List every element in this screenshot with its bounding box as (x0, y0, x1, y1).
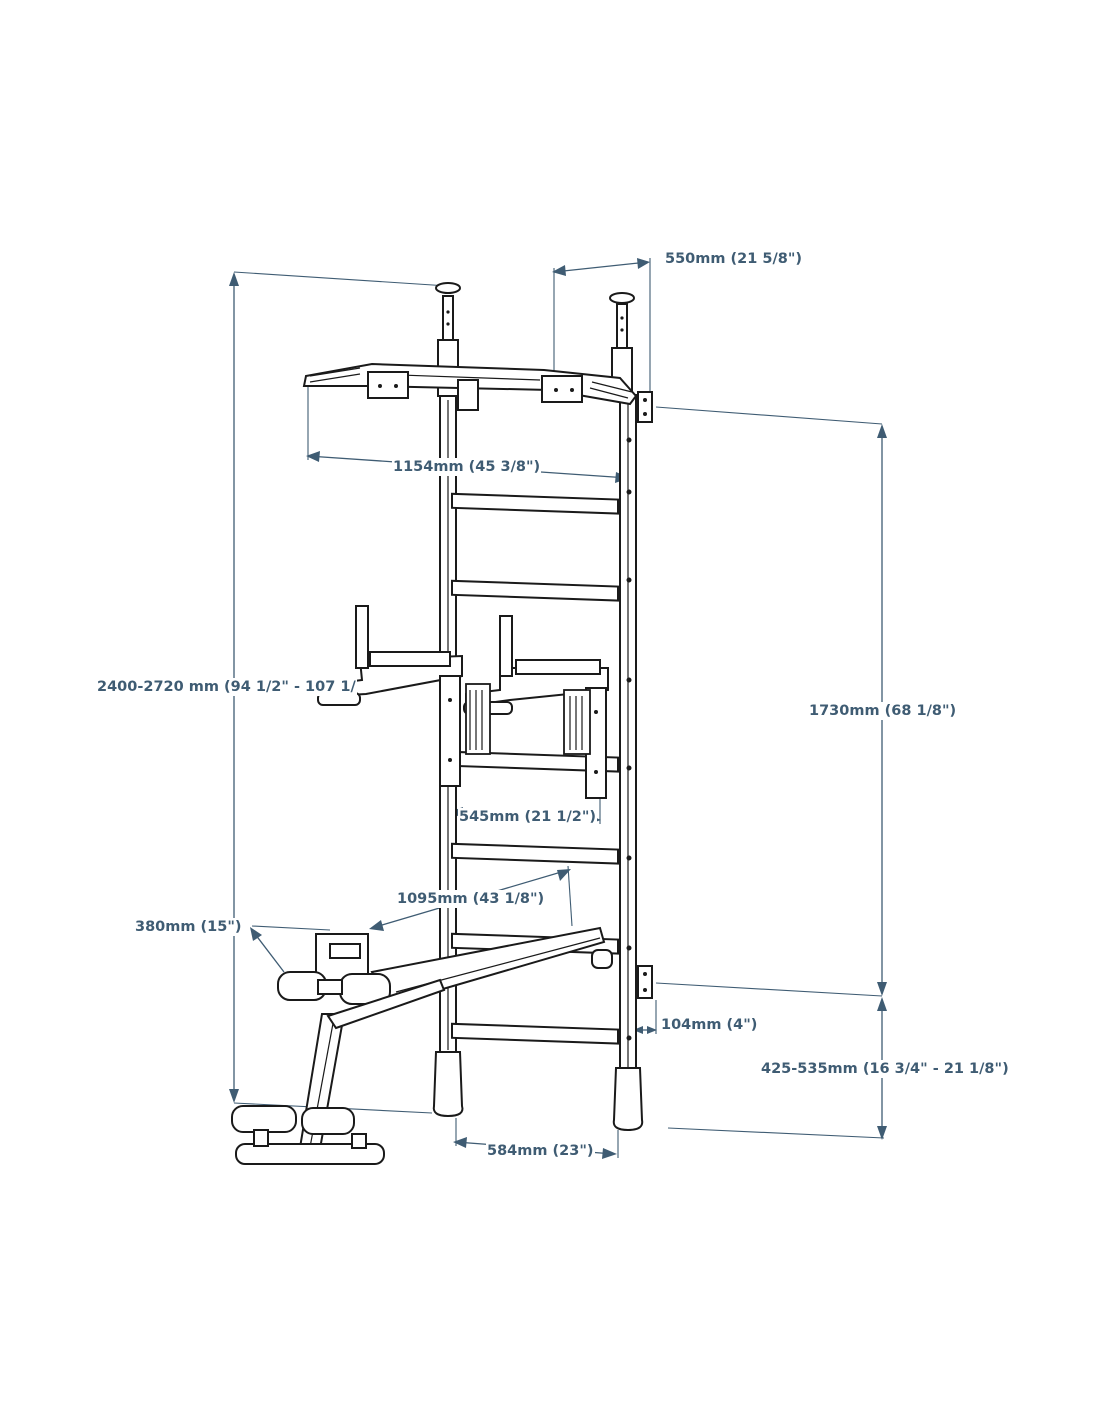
arrow-head (602, 1148, 617, 1159)
arrow-head (557, 869, 571, 881)
bench-length-label: 1095mm (43 1/8") (396, 890, 546, 908)
extension-line (233, 271, 449, 287)
left-dip-top-plate (369, 651, 451, 667)
arrow-head (369, 920, 384, 931)
arrow-head (306, 451, 320, 462)
base-connector (351, 1133, 367, 1149)
arrow-head (229, 1089, 239, 1103)
base-connector (253, 1129, 269, 1147)
left-foot (432, 1051, 464, 1118)
arrow-head (637, 258, 650, 269)
dip-back-plate (563, 689, 591, 755)
bench-base-tube (235, 1143, 385, 1165)
depth-top-label: 550mm (21 5/8") (664, 250, 804, 268)
rung (451, 579, 619, 602)
arrow-head (633, 1026, 643, 1034)
dip-width-label: 545mm (21 1/2") (458, 808, 598, 826)
right-dip-top-plate (515, 659, 601, 675)
arrow-head (229, 272, 239, 286)
rung (451, 492, 619, 515)
bench-width-label: 380mm (15") (134, 918, 243, 936)
roller-axle (317, 979, 343, 995)
pull-up-bar (302, 362, 638, 411)
bottom-roller-right (301, 1107, 355, 1135)
arrow-head (453, 1137, 467, 1148)
side-height-label: 1730mm (68 1/8") (808, 702, 958, 720)
bar-width-label: 1154mm (45 3/8") (392, 458, 542, 476)
bolt-holes (626, 437, 632, 1041)
wall-bars-frame (432, 391, 653, 1132)
base-width-label: 584mm (23") (486, 1142, 595, 1160)
rung (451, 1022, 619, 1045)
bottom-roller-left (231, 1105, 297, 1133)
left-mount-plate (367, 371, 409, 399)
arrow-head (552, 265, 566, 276)
arrow-head (877, 1126, 887, 1140)
center-bracket (457, 379, 479, 411)
right-foot (612, 1067, 644, 1132)
right-dip-handle-post (499, 615, 513, 677)
bottom-height-label: 425-535mm (16 3/4" - 21 1/8") (760, 1060, 1010, 1078)
extension-line (567, 865, 573, 927)
arrow-head (647, 1026, 657, 1034)
bracket-offset-label: 104mm (4") (660, 1016, 759, 1034)
rung (451, 842, 619, 865)
bench-arm (326, 978, 446, 1030)
dimension-lines (229, 258, 887, 1159)
left-dip-handle-post (355, 605, 369, 669)
bench-hook-roller (591, 949, 613, 969)
depth-top-line (553, 261, 649, 273)
arrow-head (250, 927, 262, 941)
left-ceiling-pad (435, 282, 461, 294)
arrow-head (877, 997, 887, 1011)
extension-line (655, 406, 883, 425)
extension-line (251, 925, 331, 931)
dip-station (317, 605, 609, 799)
extension-line (667, 1127, 885, 1139)
right-ceiling-pad (609, 292, 635, 304)
arrow-head (877, 424, 887, 438)
right-mount-plate (541, 375, 583, 403)
leg-holder-clamp (329, 943, 361, 959)
lower-wall-bracket (637, 965, 653, 999)
total-height-label: 2400-2720 mm (94 1/2" - 107 1/ (96, 678, 357, 696)
bench (231, 926, 613, 1165)
upper-wall-bracket (637, 391, 653, 423)
arrow-head (877, 982, 887, 996)
extension-line (655, 982, 883, 997)
left-dip-bracket (439, 675, 461, 787)
